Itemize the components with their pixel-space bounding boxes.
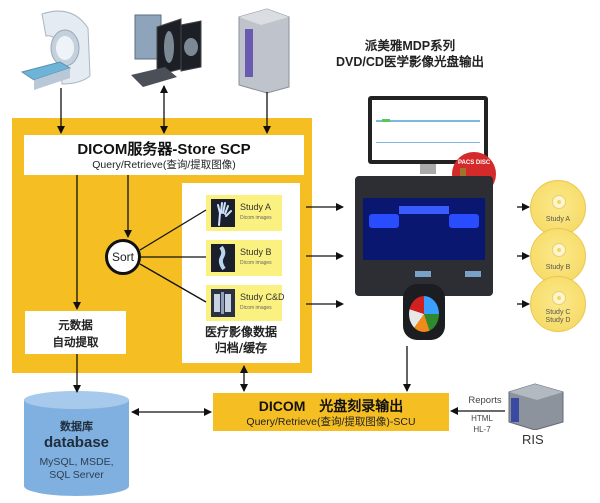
archive-line2: 归档/缓存: [214, 341, 268, 355]
product-title-line1: 派美雅MDP系列: [364, 39, 456, 53]
database-cn: 数据库: [60, 420, 93, 433]
pacs-disc-label: PACS DISC: [458, 160, 491, 166]
scu-box: DICOM 光盘刻录输出 Query/Retrieve(查询/提取图像)-SCU: [213, 393, 449, 431]
scp-subtitle: Query/Retrieve(查询/提取图像): [92, 159, 236, 171]
output-disc-cd: Study C Study D: [530, 276, 586, 332]
database-cylinder: 数据库 database MySQL, MSDE, SQL Server: [23, 390, 130, 498]
product-title: 派美雅MDP系列 DVD/CD医学影像光盘输出: [335, 38, 485, 70]
scu-title-cn: 光盘刻录输出: [319, 399, 404, 415]
metadata-box: 元数据 自动提取: [25, 311, 126, 354]
scu-subtitle: Query/Retrieve(查询/提取图像)-SCU: [246, 416, 416, 428]
study-card-cd[interactable]: Study C&D Dicom images: [206, 285, 285, 321]
study-name: Study B: [240, 247, 272, 257]
xray-hand-icon: [211, 199, 235, 227]
study-sub: Dicom images: [240, 215, 272, 221]
ct-scanner-icon: [20, 6, 100, 91]
study-name: Study C&D: [240, 292, 285, 302]
database-icon: [24, 391, 129, 496]
output-disc-a: Study A: [530, 180, 586, 236]
scp-title: DICOM服务器-Store SCP: [77, 141, 251, 158]
scu-title-en: DICOM: [258, 398, 306, 414]
database-line2: SQL Server: [49, 469, 104, 481]
study-card-a[interactable]: Study A Dicom images: [206, 195, 282, 231]
burner-monitor: [368, 96, 492, 180]
xray-spine-icon: [211, 244, 235, 272]
disc-label: Study A: [545, 216, 571, 223]
ris-server-icon: [505, 382, 569, 431]
scu-title: DICOM 光盘刻录输出: [213, 396, 449, 416]
study-sub: Dicom images: [240, 305, 272, 311]
metadata-line2: 自动提取: [52, 335, 99, 349]
software-screen: [372, 100, 484, 160]
line-sort-to-study-a: [139, 209, 207, 251]
xray-chest-icon: [211, 289, 235, 317]
archive-line1: 医疗影像数据: [204, 325, 277, 339]
study-sub: Dicom images: [240, 260, 272, 266]
disc-publisher-icon[interactable]: [355, 176, 493, 344]
line-sort-to-study-cd: [139, 263, 207, 303]
ris-reports-label: Reports: [468, 395, 502, 406]
database-title: database: [43, 434, 110, 451]
metadata-line1: 元数据: [58, 318, 93, 332]
ris-label: RIS: [522, 432, 544, 447]
output-disc-b: Study B: [530, 228, 586, 284]
study-card-b[interactable]: Study B Dicom images: [206, 240, 282, 276]
disc-label: Study D: [545, 317, 571, 324]
sort-node: Sort: [105, 239, 141, 275]
server-icon: [233, 5, 293, 95]
product-title-line2: DVD/CD医学影像光盘输出: [336, 55, 484, 69]
ris-format-hl7: HL-7: [473, 425, 491, 434]
disc-label: Study C: [545, 309, 571, 316]
ris-format-html: HTML: [471, 414, 493, 423]
disc-label: Study B: [545, 264, 571, 271]
scp-box: DICOM服务器-Store SCP Query/Retrieve(查询/提取图…: [24, 135, 304, 175]
workstation-icon: [125, 5, 205, 90]
database-line1: MySQL, MSDE,: [39, 456, 114, 468]
study-name: Study A: [240, 202, 272, 212]
sort-label: Sort: [111, 250, 134, 264]
